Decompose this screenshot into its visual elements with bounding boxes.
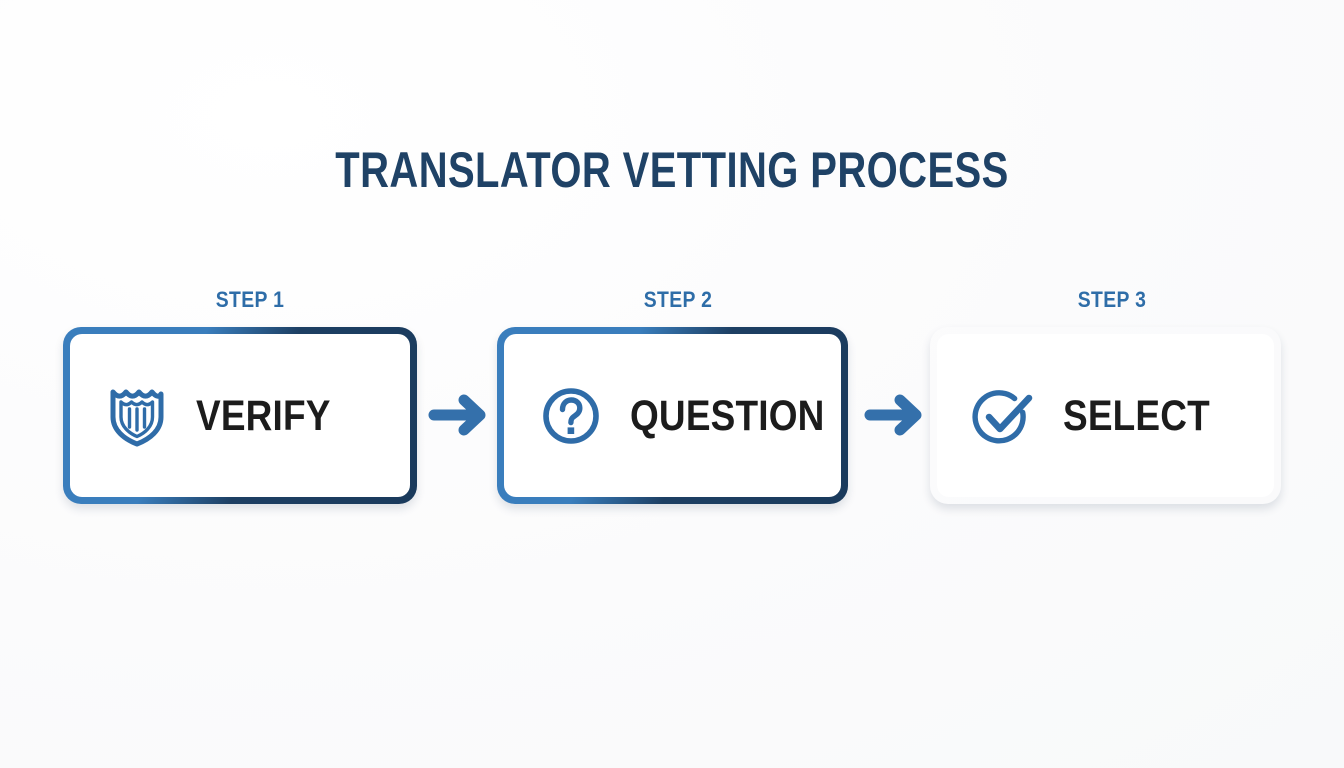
step-card-verify[interactable]: VERIFY bbox=[63, 327, 417, 504]
arrow-right-icon bbox=[428, 392, 490, 438]
step-card-select-inner: SELECT bbox=[937, 334, 1274, 497]
step-card-label-select: SELECT bbox=[1063, 391, 1210, 440]
step-label-3: STEP 3 bbox=[1077, 287, 1147, 312]
step-card-question[interactable]: QUESTION bbox=[497, 327, 848, 504]
check-circle-icon bbox=[971, 383, 1037, 449]
step-label-2: STEP 2 bbox=[643, 287, 713, 312]
step-card-label-question: QUESTION bbox=[630, 391, 825, 440]
step-card-label-verify: VERIFY bbox=[196, 391, 331, 440]
step-card-select[interactable]: SELECT bbox=[930, 327, 1281, 504]
step-card-question-inner: QUESTION bbox=[504, 334, 841, 497]
step-label-1: STEP 1 bbox=[215, 287, 285, 312]
arrow-right-icon bbox=[864, 392, 926, 438]
step-card-verify-inner: VERIFY bbox=[70, 334, 410, 497]
page-title: TRANSLATOR VETTING PROCESS bbox=[335, 142, 1009, 198]
question-circle-icon bbox=[538, 383, 604, 449]
shield-icon bbox=[104, 383, 170, 449]
